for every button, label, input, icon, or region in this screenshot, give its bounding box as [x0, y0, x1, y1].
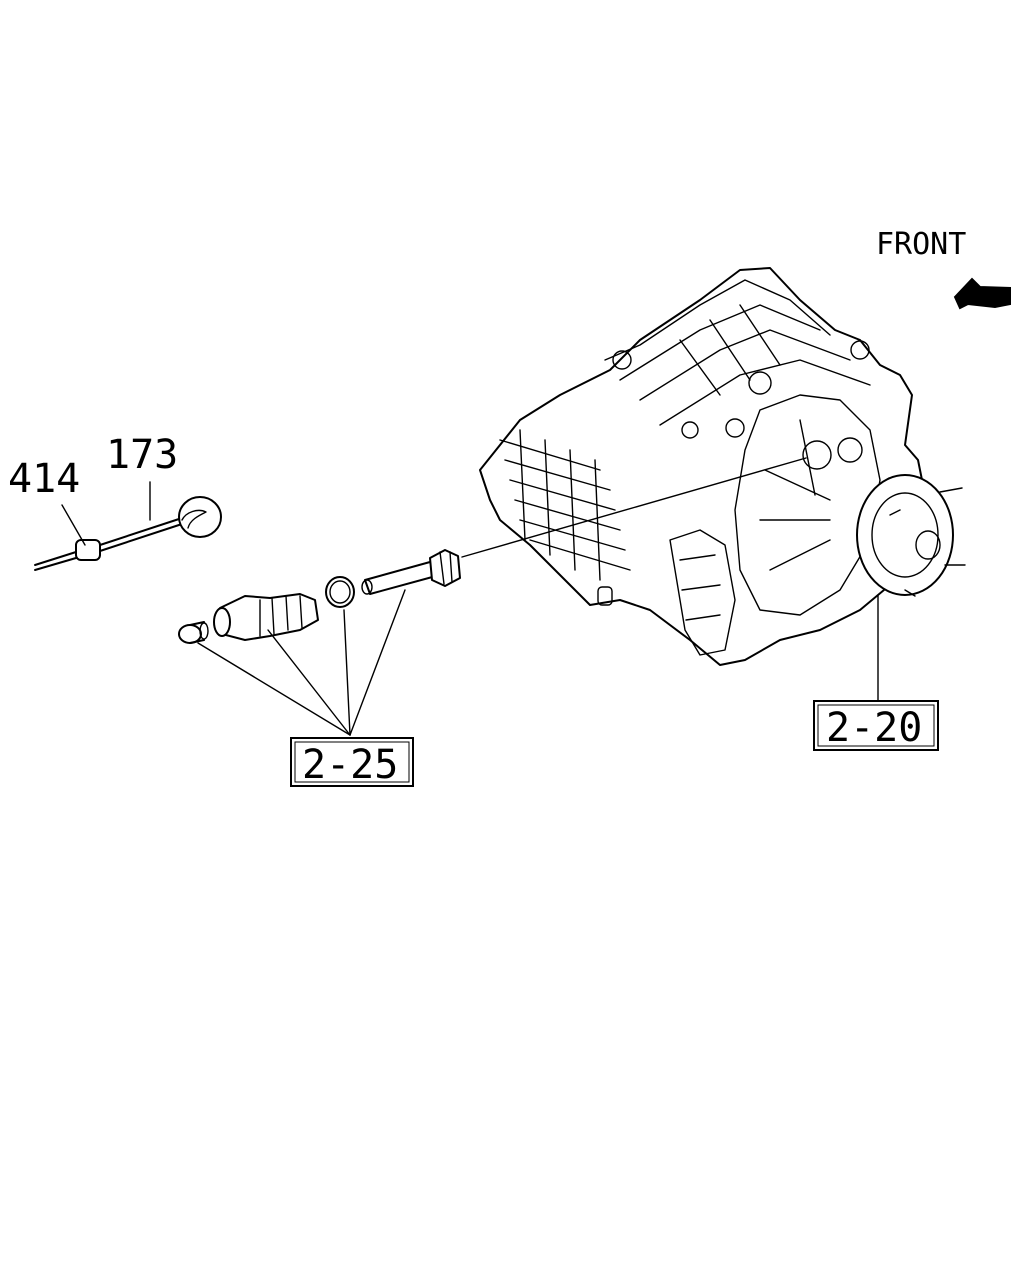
- ref-box-2-20: 2-20: [813, 700, 939, 751]
- speedometer-sensor-assembly: [178, 549, 461, 644]
- front-label: FRONT: [876, 227, 966, 262]
- ref-box-2-25: 2-25: [290, 737, 414, 788]
- leader-lines: [61, 457, 879, 736]
- part-173-hose: [34, 496, 222, 571]
- part-414-plug: [75, 539, 101, 561]
- callout-173: 173: [106, 432, 178, 478]
- callout-414: 414: [8, 456, 80, 502]
- ref-2-20-label: 2-20: [826, 705, 922, 751]
- ref-2-25-label: 2-25: [302, 742, 398, 788]
- front-arrow-icon: [953, 277, 1011, 310]
- transfer-case-housing: [479, 267, 966, 666]
